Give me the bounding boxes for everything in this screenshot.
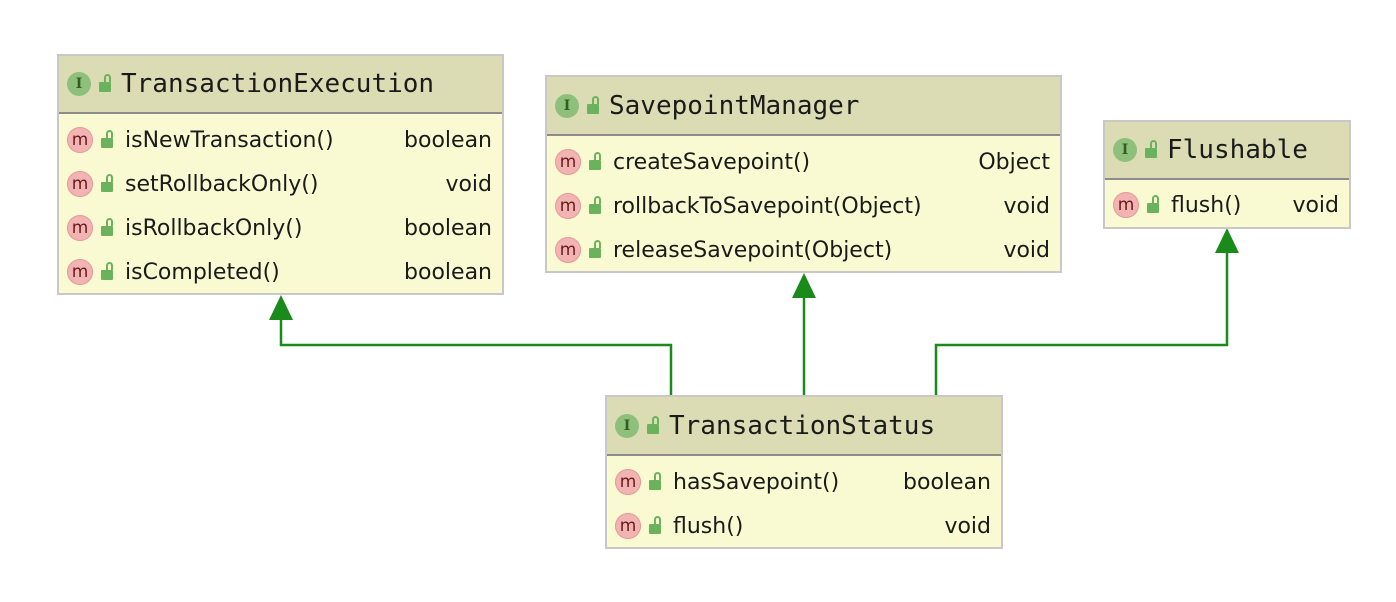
method-icon: m: [555, 149, 581, 175]
method-name: createSavepoint(): [613, 149, 811, 175]
method-icon: m: [67, 215, 93, 241]
method-row[interactable]: m isNewTransaction() boolean: [59, 118, 502, 162]
method-name: setRollbackOnly(): [125, 171, 319, 197]
savepoint-manager-box[interactable]: I SavepointManager m createSavepoint() O…: [545, 75, 1062, 273]
method-return-type: boolean: [404, 215, 492, 241]
public-lock-icon: [589, 240, 601, 258]
method-name: isNewTransaction(): [125, 127, 334, 153]
arrow-line-to-flushable: [934, 251, 1229, 395]
flushable-box[interactable]: I Flushable m flush() void: [1103, 120, 1351, 229]
method-return-type: void: [1003, 193, 1050, 219]
public-lock-icon: [649, 472, 661, 490]
method-return-type: boolean: [903, 469, 991, 495]
method-return-type: void: [445, 171, 492, 197]
method-row[interactable]: m flush() void: [607, 504, 1001, 548]
savepoint-manager-header: I SavepointManager: [547, 77, 1060, 136]
method-return-type: void: [1292, 192, 1339, 218]
arrowhead-flushable: [1215, 228, 1239, 253]
public-lock-icon: [101, 218, 113, 236]
flushable-header: I Flushable: [1105, 122, 1349, 180]
method-row[interactable]: m isRollbackOnly() boolean: [59, 206, 502, 250]
public-lock-icon: [649, 516, 661, 534]
method-row[interactable]: m rollbackToSavepoint(Object) void: [547, 184, 1060, 228]
method-name: rollbackToSavepoint(Object): [613, 193, 922, 219]
class-title: TransactionStatus: [669, 410, 936, 441]
interface-icon: I: [555, 93, 579, 118]
method-return-type: void: [1003, 237, 1050, 263]
public-lock-icon: [99, 74, 111, 92]
method-return-type: boolean: [404, 259, 492, 285]
method-icon: m: [615, 469, 641, 495]
method-icon: m: [67, 259, 93, 285]
arrow-line-to-transaction-execution: [279, 318, 673, 395]
public-lock-icon: [1147, 195, 1159, 213]
public-lock-icon: [587, 95, 599, 114]
method-name: hasSavepoint(): [673, 469, 840, 495]
arrowhead-savepoint-manager: [792, 273, 816, 298]
method-name: isRollbackOnly(): [125, 215, 303, 241]
public-lock-icon: [647, 415, 659, 434]
method-return-type: Object: [978, 149, 1050, 175]
method-icon: m: [67, 171, 93, 197]
method-row[interactable]: m setRollbackOnly() void: [59, 162, 502, 206]
method-icon: m: [67, 127, 93, 153]
method-name: flush(): [1171, 192, 1242, 218]
public-lock-icon: [589, 196, 601, 214]
method-row[interactable]: m hasSavepoint() boolean: [607, 460, 1001, 504]
class-title: Flushable: [1167, 135, 1308, 165]
method-icon: m: [555, 193, 581, 219]
class-title: SavepointManager: [609, 90, 860, 121]
transaction-status-box[interactable]: I TransactionStatus m hasSavepoint() boo…: [605, 395, 1003, 549]
public-lock-icon: [589, 152, 601, 170]
public-lock-icon: [101, 130, 113, 148]
interface-icon: I: [615, 413, 639, 438]
interface-icon: I: [67, 72, 91, 96]
transaction-execution-box[interactable]: I TransactionExecution m isNewTransactio…: [57, 54, 504, 295]
method-icon: m: [615, 513, 641, 539]
method-row[interactable]: m flush() void: [1105, 183, 1349, 227]
method-icon: m: [555, 237, 581, 263]
method-name: releaseSavepoint(Object): [613, 237, 893, 263]
method-icon: m: [1113, 192, 1139, 218]
transaction-status-header: I TransactionStatus: [607, 397, 1001, 456]
method-return-type: boolean: [404, 127, 492, 153]
class-title: TransactionExecution: [121, 69, 435, 99]
method-name: flush(): [673, 513, 744, 539]
public-lock-icon: [101, 262, 113, 280]
method-name: isCompleted(): [125, 259, 280, 285]
public-lock-icon: [1145, 140, 1157, 158]
transaction-execution-header: I TransactionExecution: [59, 56, 502, 114]
method-row[interactable]: m isCompleted() boolean: [59, 250, 502, 294]
arrowhead-transaction-execution: [269, 295, 293, 320]
public-lock-icon: [101, 174, 113, 192]
method-row[interactable]: m releaseSavepoint(Object) void: [547, 228, 1060, 272]
method-row[interactable]: m createSavepoint() Object: [547, 140, 1060, 184]
interface-icon: I: [1113, 138, 1137, 162]
method-return-type: void: [944, 513, 991, 539]
